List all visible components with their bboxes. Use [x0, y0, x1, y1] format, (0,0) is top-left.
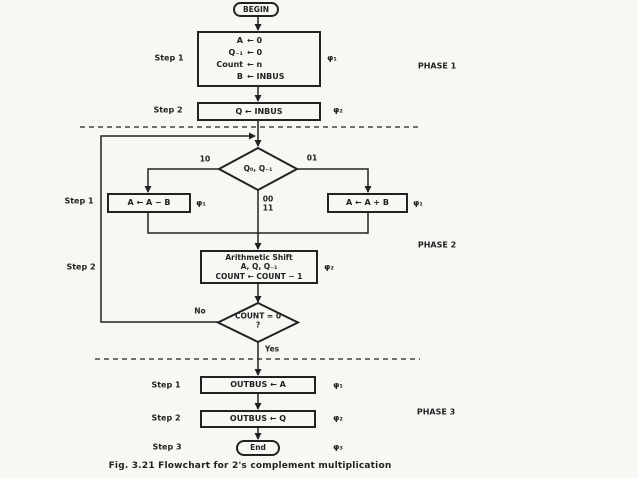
phase-divider-lines: [80, 126, 422, 360]
add-process-box: A ← A + B: [327, 193, 408, 213]
phase2-step2-label: Step 2: [66, 262, 96, 272]
figure-caption: Fig. 3.21 Flowchart for 2's complement m…: [108, 461, 392, 471]
count-zero-decision-text: COUNT = 0: [234, 311, 282, 321]
init-row-rhs: ← 0: [247, 36, 263, 45]
phase2-label: PHASE 2: [417, 240, 457, 250]
phi-label: φ₁: [413, 198, 423, 208]
count-zero-decision-question: ?: [255, 320, 261, 329]
branch-label-11: 11: [262, 203, 274, 213]
init-row-lhs: B: [236, 72, 243, 81]
shift-box-line: A, Q, Q₋₁: [240, 262, 278, 272]
branch-label-no: No: [194, 306, 206, 316]
init-row-lhs: Q₋₁: [228, 48, 243, 57]
branch-label-01: 01: [306, 153, 318, 163]
phase3-step1-label: Step 1: [151, 380, 181, 390]
branch-label-10: 10: [199, 154, 211, 164]
init-row-lhs: Count: [216, 60, 243, 69]
phi-label: φ₁: [333, 380, 343, 390]
branch-label-yes: Yes: [264, 344, 280, 354]
phase3-step3-label: Step 3: [152, 442, 182, 452]
phi-label: φ₃: [333, 442, 343, 452]
shift-box-line: COUNT ← COUNT − 1: [215, 271, 303, 281]
init-process-box: A ← 0 Q₋₁ ← 0 Count ← n B ← INBUS: [197, 31, 321, 87]
count-zero-decision-diamond: [215, 301, 301, 344]
begin-terminal: BEGIN: [233, 2, 279, 17]
subtract-process-box: A ← A − B: [107, 193, 191, 213]
phase1-step1-label: Step 1: [154, 53, 184, 63]
end-terminal: End: [236, 440, 280, 456]
phi-label: φ₂: [333, 105, 343, 115]
init-row-lhs: A: [236, 36, 243, 45]
phi-label: φ₁: [196, 198, 206, 208]
branch-10-line: [147, 168, 219, 192]
load-q-process-box: Q ← INBUS: [197, 102, 321, 121]
init-row-rhs: ← INBUS: [247, 72, 285, 81]
shift-box-line: Arithmetic Shift: [225, 252, 293, 262]
phase3-label: PHASE 3: [416, 407, 456, 417]
arith-shift-process-box: Arithmetic Shift A, Q, Q₋₁ COUNT ← COUNT…: [200, 250, 318, 284]
phi-label: φ₁: [327, 53, 337, 63]
outbus-q-process-box: OUTBUS ← Q: [200, 410, 316, 428]
init-row-rhs: ← n: [247, 60, 263, 69]
init-row-rhs: ← 0: [247, 48, 263, 57]
arrowheads: [144, 24, 372, 440]
branch-01-line: [297, 168, 369, 192]
phi-label: φ₂: [324, 262, 334, 272]
phase1-label: PHASE 1: [417, 61, 457, 71]
loopback-line: [100, 135, 250, 323]
phase2-step1-label: Step 1: [64, 196, 94, 206]
connector-lines: [100, 16, 369, 439]
outbus-a-process-box: OUTBUS ← A: [200, 376, 316, 394]
phi-label: φ₂: [333, 413, 343, 423]
branch-label-00: 00: [262, 194, 274, 204]
phase1-step2-label: Step 2: [153, 105, 183, 115]
qq-decision-diamond: [216, 146, 300, 192]
qq-decision-text: Q₀, Q₋₁: [243, 163, 273, 173]
phase3-step2-label: Step 2: [151, 413, 181, 423]
